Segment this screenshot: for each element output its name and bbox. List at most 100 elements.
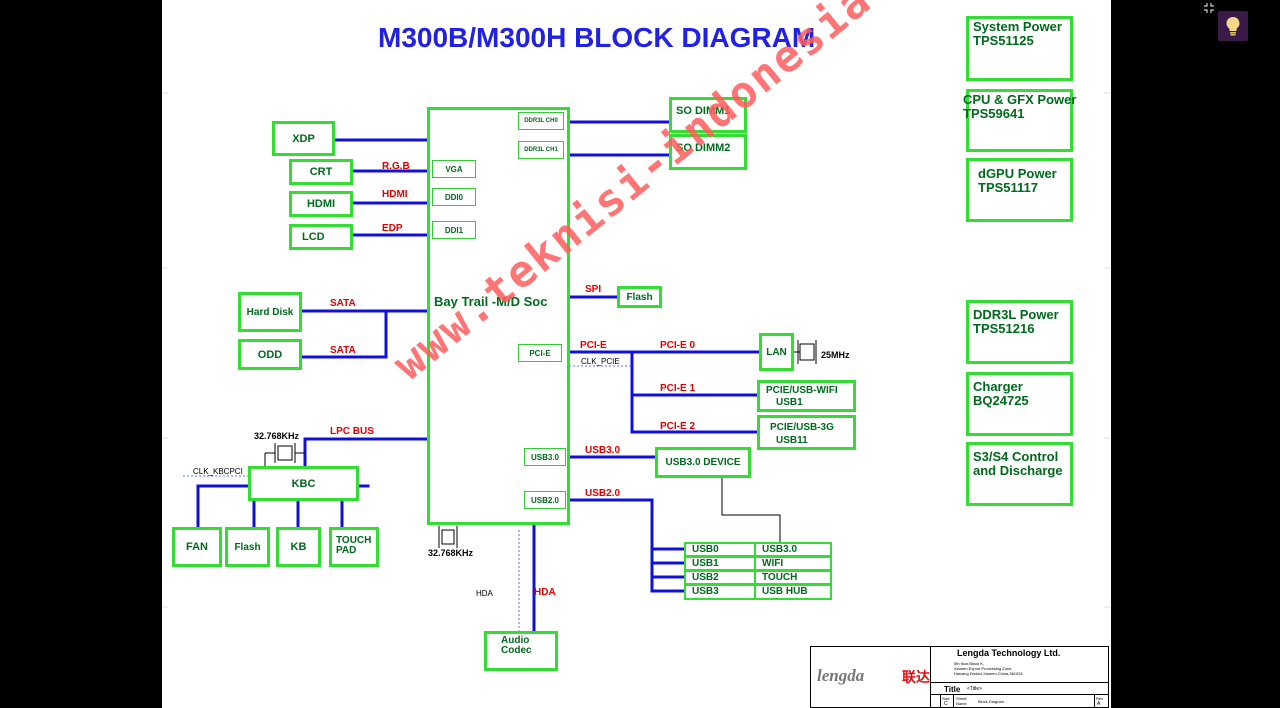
note-hda: HDA — [476, 589, 493, 598]
wifi-label-2: USB1 — [776, 397, 803, 408]
power-s3s4: S3/S4 Control and Discharge — [966, 442, 1073, 506]
port-usb20: USB2.0 — [524, 491, 566, 509]
signal-sata-2: SATA — [330, 345, 356, 356]
usb-cell-2-port: USB2 — [684, 570, 756, 585]
signal-hda: HDA — [534, 587, 556, 598]
title-block-address-1: 5th floor,Block K, — [954, 661, 985, 666]
note-clk-kbcpci: CLK_KBCPCI — [193, 467, 243, 476]
signal-rgb: R.G.B — [382, 161, 410, 172]
title-block-doc-value: Block Diagram — [978, 699, 1005, 704]
lan-block: LAN — [759, 333, 794, 371]
diagram-title: M300B/M300H BLOCK DIAGRAM — [378, 22, 816, 53]
lengda-logo: lengda — [817, 666, 865, 685]
fan-block: FAN — [172, 527, 222, 567]
usb-cell-2-dev: TOUCH — [754, 570, 832, 585]
title-block-size-label: Size — [942, 696, 950, 701]
port-usb30: USB3.0 — [524, 448, 566, 466]
port-ddi1: DDI1 — [432, 221, 476, 239]
signal-edp: EDP — [382, 223, 403, 234]
kb-block: KB — [276, 527, 321, 567]
crystal-lan-label: 25MHz — [821, 350, 850, 360]
wire-usb3-device — [721, 477, 781, 543]
power-charger: Charger BQ24725 — [966, 372, 1073, 436]
signal-usb30: USB3.0 — [585, 445, 621, 456]
audio-label-2: Codec — [501, 645, 532, 656]
odd-block: ODD — [238, 339, 302, 370]
crystal-soc-label: 32.768KHz — [428, 548, 474, 558]
signal-lpc: LPC BUS — [330, 426, 374, 437]
power-ddr3l: DDR3L Power TPS51216 — [966, 300, 1073, 364]
kbc-block: KBC — [248, 466, 359, 501]
xdp-block: XDP — [272, 121, 335, 156]
lengda-logo-cn: 联达 — [902, 669, 930, 685]
usb-cell-3-port: USB3 — [684, 584, 756, 600]
collapse-icon-svg — [1204, 3, 1214, 13]
touchpad-label-2: PAD — [336, 545, 357, 556]
crystal-soc-icon — [441, 529, 455, 545]
signal-spi: SPI — [585, 284, 602, 295]
crystal-kbc-icon — [277, 445, 293, 461]
title-block-title-value: <Title> — [967, 686, 983, 692]
signal-hdmi: HDMI — [382, 189, 408, 200]
lightbulb-icon — [1226, 17, 1240, 36]
power-ddr-part: TPS51216 — [973, 321, 1035, 336]
title-block-rev-value: A — [1097, 701, 1101, 707]
sodimm2-block: SO DIMM2 — [669, 134, 747, 170]
title-block-address-2: Xiamen Export Processing Zone, — [954, 666, 1013, 671]
port-ddr-ch0: DDR3L CH0 — [518, 112, 564, 130]
usb-cell-0-port: USB0 — [684, 542, 756, 557]
power-system-name: System Power — [973, 19, 1062, 34]
collapse-icon[interactable] — [1202, 2, 1216, 16]
title-block-title-label: Title — [944, 685, 961, 694]
kbc-flash-block: Flash — [225, 527, 270, 567]
power-cpu-name: CPU & GFX Power — [963, 92, 1077, 107]
hdmi-block: HDMI — [289, 191, 353, 217]
wifi-block: PCIE/USB-WIFI USB1 — [757, 380, 856, 412]
signal-pcie: PCI-E — [580, 340, 607, 351]
power-cpu-gfx: CPU & GFX Power TPS59641 — [963, 89, 1077, 152]
usb-cell-3-dev: USB HUB — [754, 584, 832, 600]
title-block-doc-label: Sheet Name — [956, 696, 967, 706]
power-system: System Power TPS51125 — [966, 16, 1073, 81]
3g-label-1: PCIE/USB-3G — [770, 422, 834, 433]
3g-label-2: USB11 — [776, 435, 808, 446]
touchpad-block: TOUCH PAD — [329, 527, 379, 567]
signal-pcie1: PCI-E 1 — [660, 383, 696, 394]
port-ddr-ch1: DDR3L CH1 — [518, 141, 564, 159]
port-pcie: PCI-E — [518, 344, 562, 362]
usb-cell-1-dev: WIFI — [754, 556, 832, 571]
power-s3s4-name: S3/S4 Control — [973, 449, 1059, 464]
power-dgpu: dGPU Power TPS51117 — [966, 158, 1073, 222]
power-charger-part: BQ24725 — [973, 393, 1029, 408]
lcd-block: LCD — [289, 224, 353, 250]
audio-label-1: Audio — [501, 635, 530, 646]
port-ddi0: DDI0 — [432, 188, 476, 206]
schematic-sheet — [162, 0, 1111, 708]
power-ddr-name: DDR3L Power — [973, 307, 1059, 322]
lightbulb-button[interactable] — [1218, 11, 1248, 41]
wifi-label-1: PCIE/USB-WIFI — [766, 385, 838, 396]
signal-pcie2: PCI-E 2 — [660, 421, 696, 432]
usb-cell-0-dev: USB3.0 — [754, 542, 832, 557]
signal-usb20: USB2.0 — [585, 488, 621, 499]
note-clk-pcie: CLK_PCIE — [581, 357, 620, 366]
port-vga: VGA — [432, 160, 476, 178]
crystal-kbc-label: 32.768KHz — [254, 431, 300, 441]
power-charger-name: Charger — [973, 379, 1023, 394]
sodimm1-block: SO DIMM1 — [669, 97, 747, 133]
touchpad-label-1: TOUCH — [336, 535, 372, 546]
spi-flash-block: Flash — [617, 286, 662, 308]
crystal-lan-icon — [799, 343, 815, 361]
power-dgpu-name: dGPU Power — [978, 166, 1057, 181]
title-block-size-value: C — [944, 701, 948, 707]
title-block-address-3: Haicang District,Xiamen,China,361026 — [954, 671, 1023, 676]
signal-sata-1: SATA — [330, 298, 356, 309]
soc-label: Bay Trail -M/D Soc — [434, 294, 548, 309]
usb-cell-1-port: USB1 — [684, 556, 756, 571]
power-cpu-part: TPS59641 — [963, 106, 1025, 121]
title-block-company: Lengda Technology Ltd. — [957, 648, 1061, 658]
hard-disk-block: Hard Disk — [238, 292, 302, 332]
crt-block: CRT — [289, 159, 353, 185]
power-dgpu-part: TPS51117 — [978, 180, 1038, 195]
